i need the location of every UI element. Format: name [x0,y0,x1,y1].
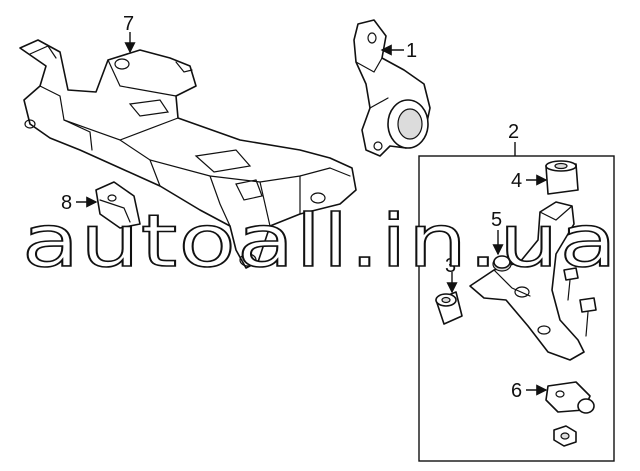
ball-joint-nut [553,425,577,447]
callout-5: 5 [491,209,502,231]
lower-arm-kit-frame [418,155,615,462]
subframe-crossmember [19,39,357,269]
bushing-rear [545,160,579,195]
bushing-front-large [435,291,463,325]
bolt-right [579,297,597,337]
ball-joint [545,381,595,414]
callout-1: 1 [406,40,417,62]
watermark-text: autoall.in.ua [22,199,618,283]
bracket [95,181,141,229]
bolt-left [563,267,579,301]
callout-2: 2 [508,121,519,143]
callout-3: 3 [445,255,456,277]
callout-4: 4 [511,170,522,192]
steering-knuckle [353,19,431,157]
callout-6: 6 [511,380,522,402]
callout-8: 8 [61,192,72,214]
bushing-front [493,255,511,269]
callout-7: 7 [123,13,134,35]
